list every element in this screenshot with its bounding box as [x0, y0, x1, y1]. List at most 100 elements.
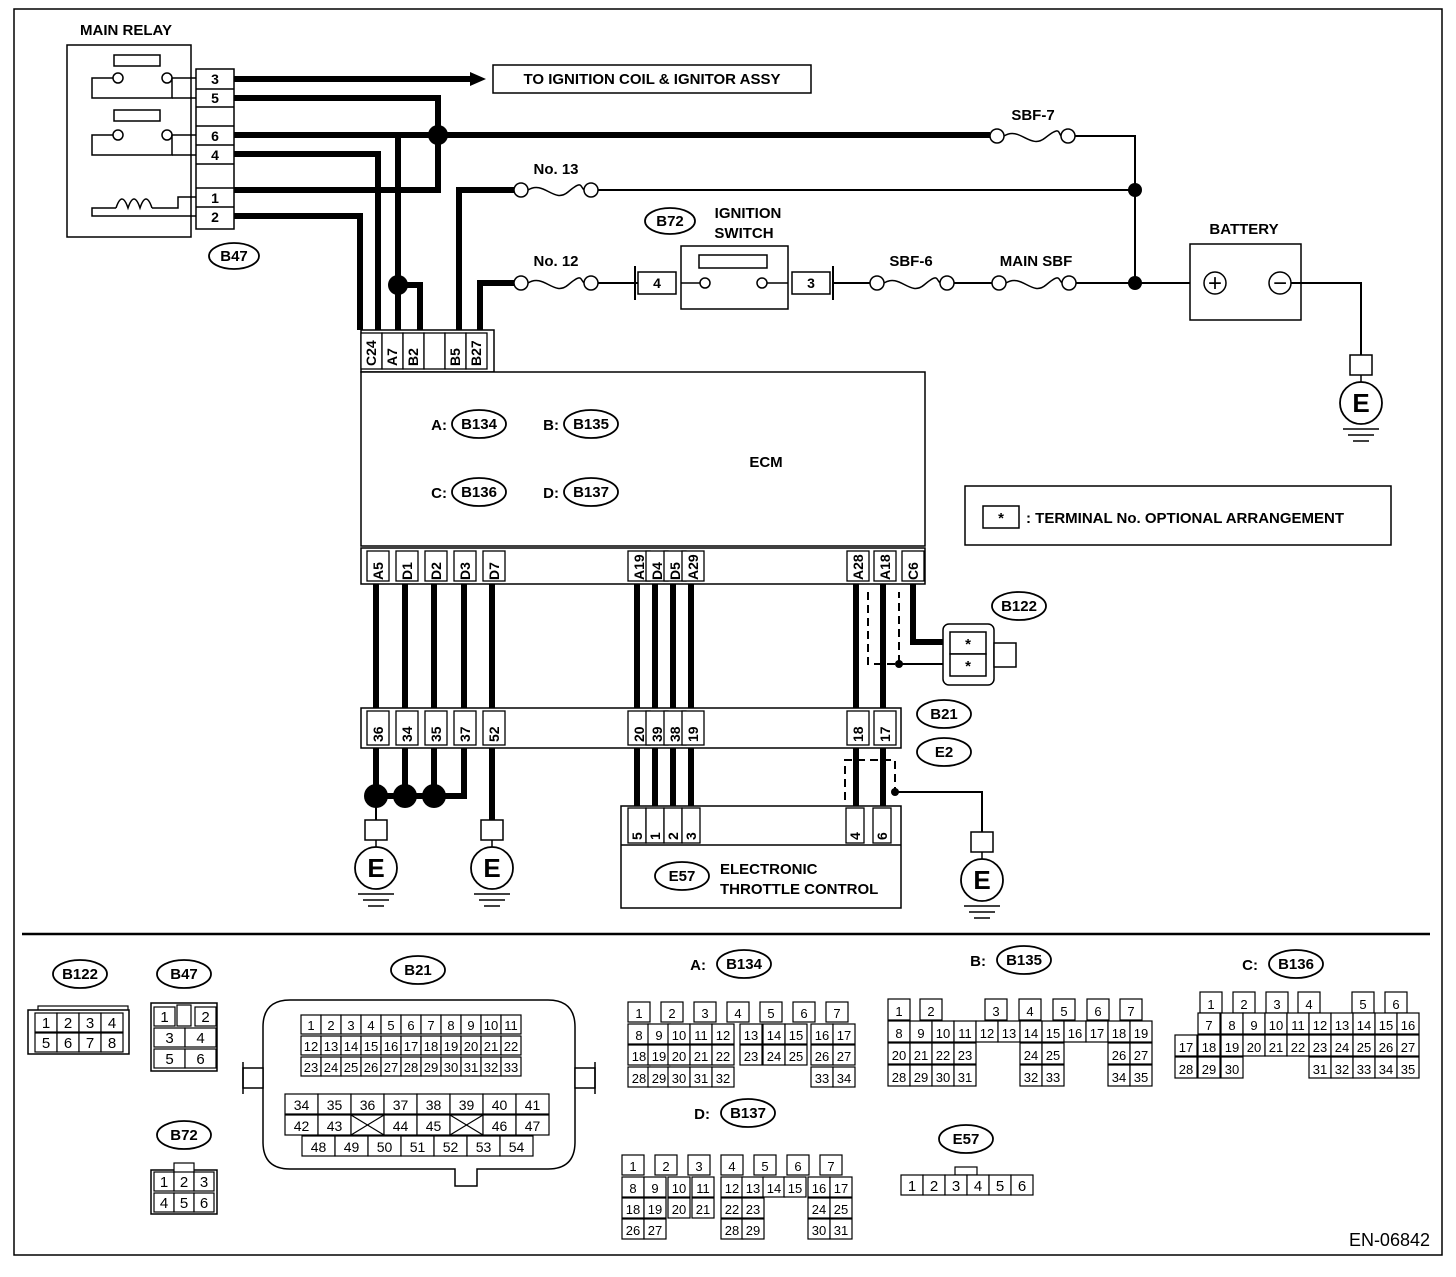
- connector-cell: 5: [1060, 1004, 1067, 1019]
- connector-cell: 10: [484, 1018, 498, 1033]
- connector-cell: 7: [1205, 1018, 1212, 1033]
- connector-cell: 19: [1134, 1026, 1148, 1041]
- ecm-bottom-pin: D2: [428, 562, 444, 580]
- connector-cell: 6: [64, 1035, 72, 1052]
- b21-pin: 52: [486, 726, 502, 742]
- connector-cell: 33: [1046, 1070, 1060, 1085]
- b21-pin: 34: [399, 726, 415, 742]
- connector-cell: 5: [767, 1006, 774, 1021]
- connector-cell: 18: [424, 1039, 438, 1054]
- connector-cell: 18: [632, 1049, 646, 1064]
- connector-cell: 8: [447, 1018, 454, 1033]
- connector-cell: 38: [426, 1097, 442, 1113]
- ecm-bottom-pin: D5: [667, 562, 683, 580]
- connector-cell: 21: [694, 1049, 708, 1064]
- joint-b122: B122 * *: [942, 591, 1047, 686]
- ecm-connector-name: B134: [461, 416, 498, 433]
- ecm-bottom-pin: C6: [905, 562, 921, 580]
- connector-cell: 2: [201, 1009, 209, 1026]
- connector-cell: 31: [694, 1071, 708, 1086]
- connector-cell: 5: [165, 1051, 173, 1068]
- connector-cell: 4: [196, 1030, 204, 1047]
- connector-cell: 28: [404, 1060, 418, 1075]
- connector-cell: 6: [407, 1018, 414, 1033]
- connector-cell: 29: [914, 1070, 928, 1085]
- connector-cell: 1: [160, 1174, 168, 1191]
- connector-cell: 2: [930, 1178, 938, 1195]
- connector-cell: 1: [629, 1159, 636, 1174]
- connector-cell: 45: [426, 1118, 442, 1134]
- connector-cell: 21: [1269, 1040, 1283, 1055]
- connector-cell: 19: [444, 1039, 458, 1054]
- connector-cell: 30: [812, 1223, 826, 1238]
- connector-cell: 6: [1392, 997, 1399, 1012]
- b21-pin: 18: [850, 726, 866, 742]
- ignition-switch: B72 IGNITION SWITCH 4 3: [634, 205, 870, 310]
- connector-cell: 28: [632, 1071, 646, 1086]
- connector-cell: 1: [895, 1004, 902, 1019]
- connector-cell: 5: [42, 1035, 50, 1052]
- main-relay: MAIN RELAY 3 5 6 4 1 2: [66, 22, 260, 270]
- connector-cell: 14: [1024, 1026, 1038, 1041]
- connector-cell: 4: [728, 1159, 735, 1174]
- b122-connector: B122: [1001, 598, 1037, 615]
- connector-cell: 14: [1357, 1018, 1371, 1033]
- connector-cell: 17: [834, 1181, 848, 1196]
- view-b47-name: B47: [170, 966, 198, 983]
- b122-pin: *: [965, 658, 971, 675]
- connector-cell: 1: [160, 1009, 168, 1026]
- legend-text: : TERMINAL No. OPTIONAL ARRANGEMENT: [1026, 510, 1344, 527]
- connector-cell: 12: [725, 1181, 739, 1196]
- connector-cell: 35: [327, 1097, 343, 1113]
- relay-pin: 6: [211, 128, 219, 144]
- fuse-no13-label: No. 13: [533, 161, 578, 178]
- fuse-main-sbf: MAIN SBF: [991, 253, 1205, 291]
- connector-cell: 18: [1202, 1040, 1216, 1055]
- shield: [867, 592, 950, 665]
- fuse-no12-label: No. 12: [533, 253, 578, 270]
- connector-cell: 27: [648, 1223, 662, 1238]
- connector-cell: 8: [1228, 1018, 1235, 1033]
- connector-cell: 16: [384, 1039, 398, 1054]
- connector-cell: 21: [696, 1202, 710, 1217]
- connector-cell: 4: [734, 1006, 741, 1021]
- ecm-connector-name: B135: [573, 416, 609, 433]
- connector-cell: 10: [672, 1181, 686, 1196]
- connector-cell: 34: [294, 1097, 310, 1113]
- connector-cell: 24: [767, 1049, 781, 1064]
- connector-cell: 15: [1379, 1018, 1393, 1033]
- connector-cell: 31: [834, 1223, 848, 1238]
- connector-cell: 46: [492, 1118, 508, 1134]
- connector-cell: 10: [936, 1026, 950, 1041]
- main-relay-label: MAIN RELAY: [80, 22, 172, 39]
- connector-cell: 15: [788, 1181, 802, 1196]
- view-b122-name: B122: [62, 966, 98, 983]
- fuse-main-sbf-label: MAIN SBF: [1000, 253, 1073, 270]
- splice: [388, 275, 408, 295]
- ecm-top-pin: A7: [384, 348, 400, 366]
- connector-cell: 22: [716, 1049, 730, 1064]
- ecm-label: ECM: [749, 454, 782, 471]
- connector-cell: 10: [1269, 1018, 1283, 1033]
- connector-cell: 6: [794, 1159, 801, 1174]
- relay-pin: 2: [211, 209, 219, 225]
- ecm-connector-name: B136: [461, 484, 497, 501]
- connector-cell: 26: [626, 1223, 640, 1238]
- ecm-connector-prefix: D:: [543, 485, 559, 502]
- connector-cell: 42: [294, 1118, 310, 1134]
- view-b136-prefix: C:: [1242, 957, 1258, 974]
- ignition-switch-connector: B72: [656, 213, 684, 230]
- connector-cell: 25: [834, 1202, 848, 1217]
- legend: * : TERMINAL No. OPTIONAL ARRANGEMENT: [964, 485, 1392, 546]
- ecm-bottom-pin: A28: [850, 554, 866, 580]
- connector-cell: 34: [1112, 1070, 1126, 1085]
- connector-cell: 3: [701, 1006, 708, 1021]
- connector-cell: 30: [444, 1060, 458, 1075]
- connector-cell: 17: [404, 1039, 418, 1054]
- splice: [428, 125, 448, 145]
